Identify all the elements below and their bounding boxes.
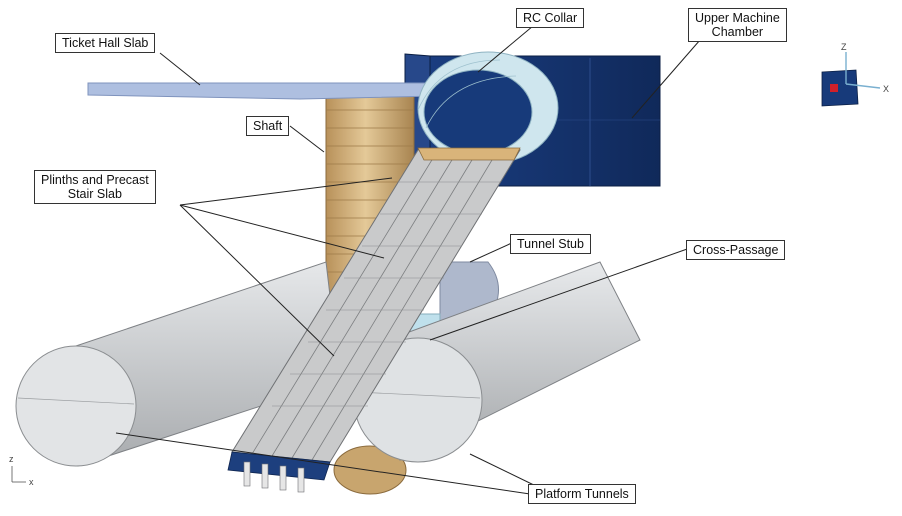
label-shaft: Shaft	[246, 116, 290, 136]
platform-tunnel-left	[15, 261, 341, 467]
axis-z-label: z	[9, 454, 14, 464]
triad-x-label: X	[883, 84, 889, 94]
label-plinths-stair-slab: Plinths and Precast Stair Slab	[34, 170, 156, 204]
rc-collar	[417, 51, 559, 165]
precast-stair-slab	[227, 147, 521, 493]
orientation-triad: Z X	[821, 42, 889, 107]
label-cross-passage: Cross-Passage	[686, 240, 786, 260]
ticket-hall-slab	[87, 82, 441, 100]
label-rc-collar: RC Collar	[516, 8, 585, 28]
label-ticket-hall-slab: Ticket Hall Slab	[55, 33, 156, 53]
label-tunnel-stub: Tunnel Stub	[510, 234, 591, 254]
leader-lines	[115, 25, 701, 495]
triad-z-label: Z	[841, 42, 847, 52]
label-platform-tunnels: Platform Tunnels	[528, 484, 636, 504]
axis-indicator: z x	[9, 454, 34, 487]
label-upper-machine-chamber: Upper Machine Chamber	[688, 8, 787, 42]
axis-x-label: x	[29, 477, 34, 487]
